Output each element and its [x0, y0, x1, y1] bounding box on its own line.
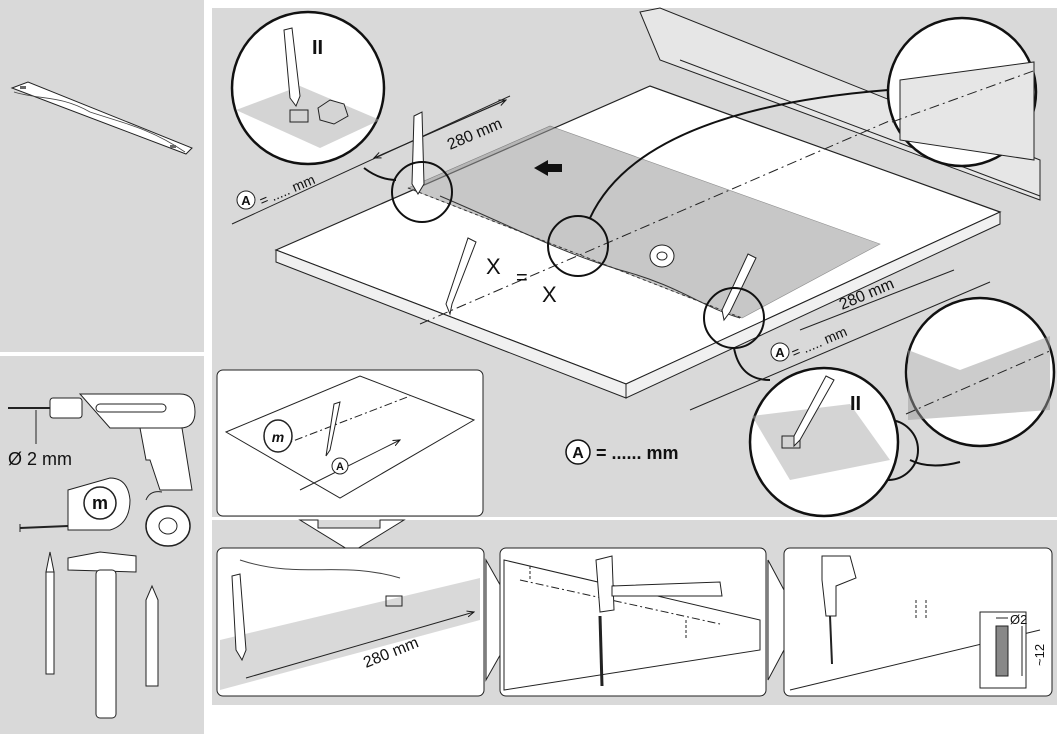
legend-value: = ...... mm	[596, 443, 679, 463]
legend-a-letter: A	[572, 445, 584, 462]
connector-edge	[909, 459, 961, 467]
tape-roll-on-board	[649, 244, 675, 268]
tape-measure-icon	[19, 477, 131, 532]
dim-a-marker-top	[236, 190, 256, 210]
step-2-panel	[499, 547, 767, 697]
detail-circle-left	[391, 161, 453, 223]
tape-letter: m	[92, 493, 108, 513]
dim-a-top: = ..... mm	[257, 171, 317, 209]
pencil-icon	[45, 551, 55, 675]
step-3-hole-depth: ~12	[1032, 644, 1047, 666]
drill-icon	[8, 393, 196, 491]
step-1-panel	[216, 547, 485, 697]
step-arrow-down	[298, 519, 406, 553]
pencil-mark-right	[721, 253, 757, 322]
drill-size-label: Ø 2 mm	[8, 449, 72, 469]
equals-mark: =	[516, 267, 528, 289]
inset-tape-letter: m	[272, 429, 284, 445]
connector-centre	[589, 89, 889, 219]
adhesive-tape-roll-icon	[145, 491, 191, 547]
connector-right	[733, 347, 771, 381]
materials-panel-top	[0, 0, 204, 352]
pencil-mark-left	[411, 111, 425, 195]
dim-a-letter-top: A	[241, 193, 251, 208]
pencil-mark-centre	[445, 237, 477, 316]
board-template-strip	[407, 125, 881, 319]
zoom-circle-bottom	[748, 366, 900, 518]
zoom-circle-top-left	[230, 10, 386, 166]
centre-line	[419, 111, 911, 325]
dimension-lines-top	[231, 95, 511, 225]
x-mark-left: X	[486, 254, 501, 279]
detail-circle-centre	[547, 215, 609, 277]
dim-280-top: 280 mm	[445, 115, 505, 153]
roman-label-right: II	[850, 393, 861, 415]
nail-punch-icon	[145, 584, 159, 687]
step-3-panel	[783, 547, 1053, 697]
dimension-lines-right	[689, 269, 991, 411]
zoom-circle-right	[904, 296, 1056, 448]
step-3-hole-dia: Ø2	[1010, 612, 1027, 627]
direction-arrow	[534, 160, 562, 176]
dim-a-marker-right	[770, 342, 790, 362]
dim-a-letter-right: A	[775, 345, 785, 360]
template-strip	[10, 81, 193, 155]
connector-left	[363, 167, 397, 181]
measure-inset	[216, 369, 484, 517]
hammer-icon	[67, 551, 137, 719]
zoom-circle-top-right	[886, 16, 1038, 168]
roman-label-top: II	[312, 37, 323, 59]
inset-a-letter: A	[336, 461, 344, 473]
legend-a-marker	[565, 439, 591, 465]
x-mark-right: X	[542, 282, 557, 307]
